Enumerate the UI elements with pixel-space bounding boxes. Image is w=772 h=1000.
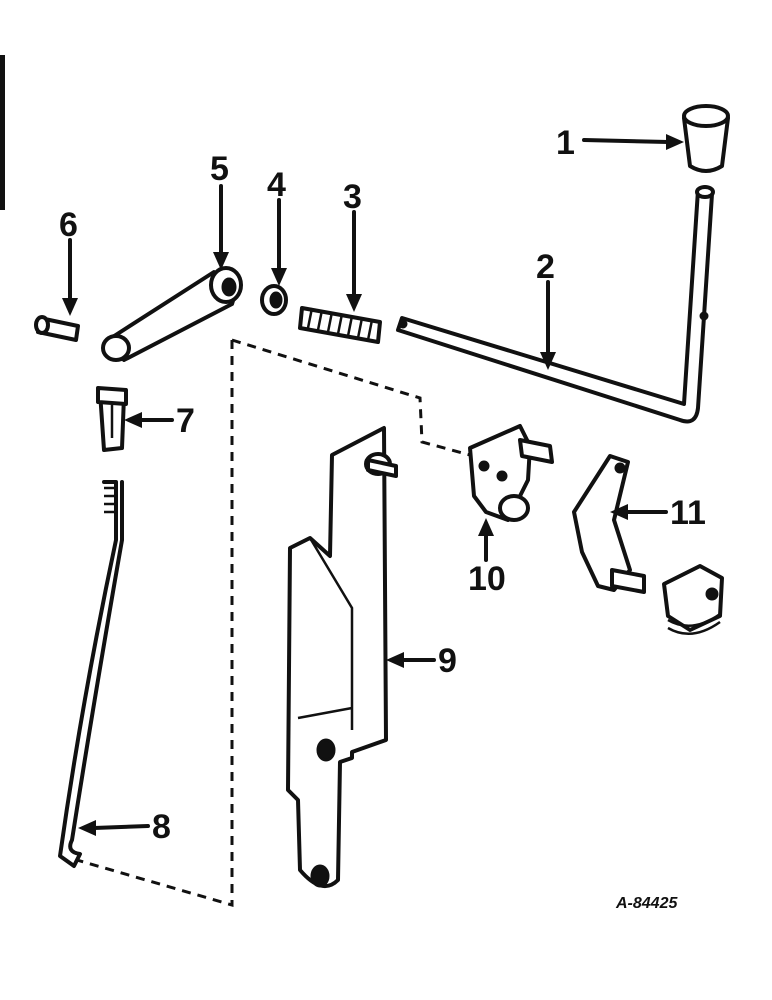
part-7-clevis — [96, 386, 128, 452]
figure-reference-code: A-84425 — [615, 895, 678, 912]
leader-lines — [62, 134, 684, 836]
callout-7: 7 — [176, 402, 195, 440]
callout-1: 1 — [556, 124, 575, 162]
callout-6: 6 — [59, 206, 78, 244]
part-3-spring — [298, 306, 382, 344]
scan-edge — [0, 55, 5, 210]
part-8-control-rod — [58, 480, 124, 868]
part-5-lever-arm — [101, 266, 243, 362]
part-1-knob — [682, 104, 730, 173]
part-4-washer — [260, 284, 288, 316]
callout-4: 4 — [267, 166, 286, 204]
callout-2: 2 — [536, 248, 555, 286]
callout-9: 9 — [438, 642, 457, 680]
callout-3: 3 — [343, 178, 362, 216]
nut-housing — [662, 564, 724, 635]
part-6-pin — [34, 315, 80, 342]
assembly-dashed-line — [69, 338, 471, 907]
callout-11: 11 — [670, 494, 706, 532]
part-9-plate — [286, 426, 398, 889]
part-11-link-arm — [572, 454, 646, 594]
callout-10: 10 — [468, 560, 506, 598]
part-2-shift-rod — [396, 185, 715, 424]
callout-5: 5 — [210, 150, 229, 188]
callout-8: 8 — [152, 808, 171, 846]
part-10-bracket — [468, 424, 554, 522]
